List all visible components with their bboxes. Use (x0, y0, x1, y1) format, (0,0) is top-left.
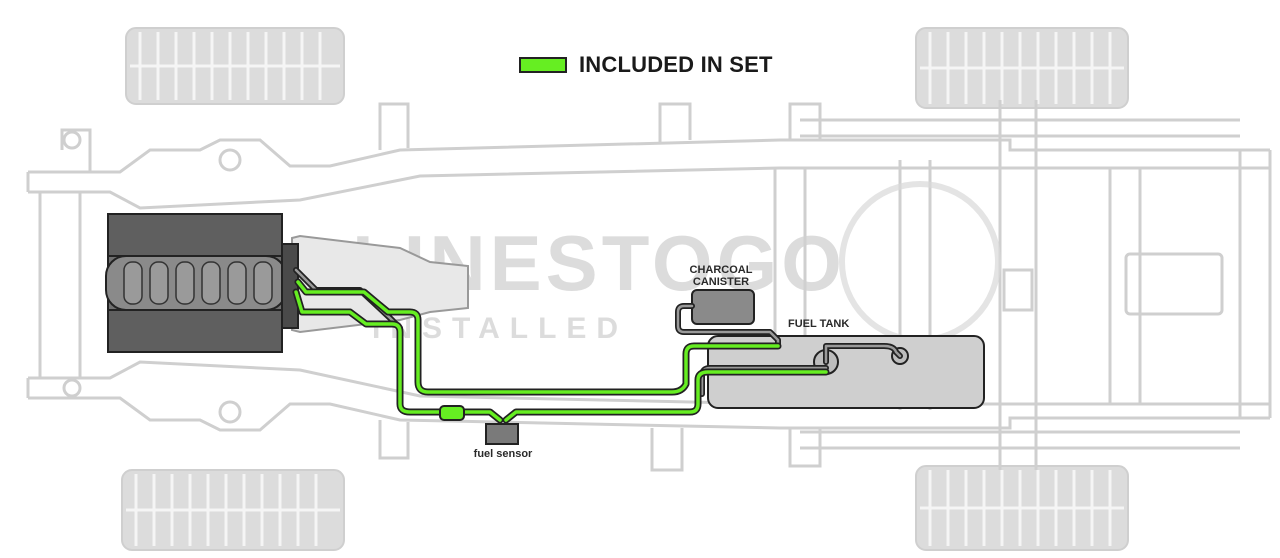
transmission (291, 234, 469, 334)
legend-swatch-included (519, 57, 567, 73)
charcoal-canister-label-line1: CHARCOAL (689, 264, 753, 276)
fuel-tank-label: FUEL TANK (788, 318, 850, 330)
included-fuel-lines (292, 278, 830, 424)
fuel-filter (439, 405, 465, 421)
engine (105, 213, 299, 353)
fuel-sensor-label: fuel sensor (473, 448, 533, 460)
charcoal-canister-label-line2: CANISTER (692, 276, 750, 288)
tire-front-top (125, 27, 345, 105)
chassis-frame (26, 100, 1272, 472)
legend-label: INCLUDED IN SET (579, 52, 773, 77)
tire-rear-top (915, 27, 1129, 109)
watermark-logo-ring (839, 181, 1001, 343)
legend: INCLUDED IN SET (519, 52, 773, 78)
charcoal-canister-label: CHARCOAL CANISTER (684, 264, 758, 288)
charcoal-canister (691, 289, 755, 325)
tire-rear-bottom (915, 465, 1129, 551)
fuel-sensor (485, 423, 519, 445)
tire-front-bottom (121, 469, 345, 551)
